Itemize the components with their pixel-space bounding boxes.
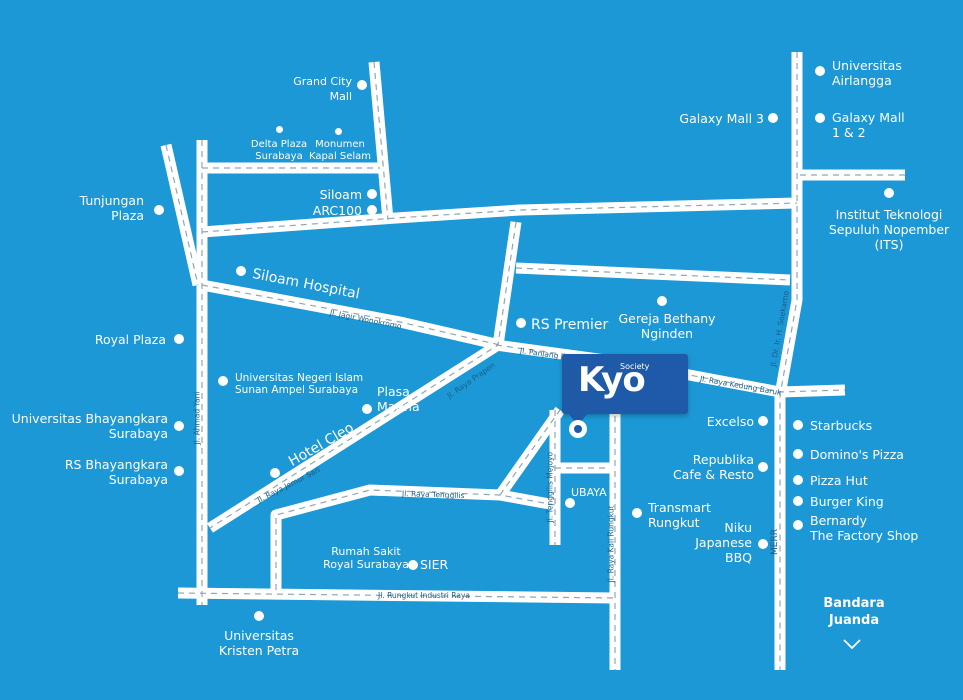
place-siloam: Siloam — [319, 187, 362, 202]
street-kali-rungkut: Jl. Raya Kali Rungkut — [606, 505, 616, 583]
kyo-logo-marker[interactable]: Kyo Society — [562, 354, 688, 414]
place-grand-city: Grand City Mall — [293, 75, 352, 103]
place-bernardy: Bernardy The Factory Shop — [810, 513, 919, 543]
landmark-dot — [236, 266, 246, 276]
place-dominos: Domino's Pizza — [810, 447, 904, 462]
landmark-dot — [565, 498, 575, 508]
landmark-dot — [768, 113, 778, 123]
street-tenggilis-mejoyo: Jl. Tenggilis Mejoyo — [545, 451, 555, 523]
place-delta-plaza: Delta Plaza Surabaya — [250, 139, 308, 162]
airport-label: Bandara Juanda — [823, 596, 885, 628]
landmark-dot — [254, 611, 264, 621]
landmark-dot — [657, 296, 667, 306]
place-galaxy12: Galaxy Mall 1 & 2 — [832, 110, 905, 140]
landmark-dot — [516, 318, 526, 328]
place-starbucks: Starbucks — [810, 418, 873, 433]
landmark-dot — [362, 404, 372, 414]
landmark-dot — [408, 560, 418, 570]
place-sier: SIER — [420, 557, 449, 572]
road-tenggilis — [270, 484, 556, 590]
place-ubhara: Universitas Bhayangkara Surabaya — [11, 411, 168, 441]
landmark-dot — [367, 205, 377, 215]
landmark-dot — [793, 496, 803, 506]
landmark-dot — [793, 449, 803, 459]
place-burger-king: Burger King — [810, 494, 884, 509]
landmark-dot — [270, 468, 280, 478]
landmark-dot — [174, 421, 184, 431]
place-plasa-marina: Plasa Marina — [377, 384, 420, 414]
place-uinsa: Universitas Negeri Islam Sunan Ampel Sur… — [235, 372, 364, 396]
kyo-tagline: Society — [620, 362, 650, 371]
place-pizza-hut: Pizza Hut — [810, 473, 868, 488]
place-arc100: ARC100 — [312, 203, 362, 218]
landmark-dot — [174, 334, 184, 344]
place-niku: Niku Japanese BBQ — [695, 520, 752, 565]
landmark-dot — [335, 128, 342, 135]
landmark-dot — [758, 539, 768, 549]
place-rs-premier: RS Premier — [531, 317, 609, 333]
place-royal-plaza: Royal Plaza — [94, 332, 166, 347]
road-top — [201, 197, 798, 238]
landmark-dot — [815, 66, 825, 76]
landmark-dot — [632, 508, 642, 518]
road-tenggilis-link — [495, 406, 565, 499]
place-its: Institut Teknologi Sepuluh Nopember (ITS… — [828, 207, 950, 252]
place-petra: Universitas Kristen Petra — [218, 628, 300, 658]
place-ubaya: UBAYA — [571, 486, 607, 499]
place-unair: Universitas Airlangga — [832, 58, 902, 88]
landmark-dot — [758, 462, 768, 472]
place-monumen: Monumen Kapal Selam — [308, 139, 372, 162]
landmark-dot — [218, 376, 228, 386]
landmark-dot — [367, 189, 377, 199]
road-merr — [774, 52, 803, 670]
place-transmart: Transmart Rungkut — [648, 500, 711, 530]
landmark-dot — [793, 520, 803, 530]
landmark-dot — [276, 126, 283, 133]
landmark-dot — [174, 466, 184, 476]
place-gereja: Gereja Bethany Nginden — [618, 311, 716, 341]
street-merr: MERR — [770, 529, 780, 555]
place-rs-bhayangkara: RS Bhayangkara Surabaya — [64, 457, 168, 487]
kyo-wordmark: Kyo — [578, 360, 646, 400]
place-rumah-sakit: Rumah Sakit Royal Surabaya — [323, 545, 409, 571]
landmark-dot — [884, 188, 894, 198]
landmark-dot — [357, 80, 367, 90]
place-galaxy3: Galaxy Mall 3 — [679, 111, 764, 126]
place-excelso: Excelso — [706, 414, 754, 429]
landmark-dot — [793, 475, 803, 485]
chevron-down-icon[interactable] — [842, 638, 862, 650]
location-pin-icon — [569, 420, 587, 438]
street-rungkut-industri: Jl. Rungkut Industri Raya — [378, 591, 470, 600]
landmark-dot — [154, 205, 164, 215]
landmark-dot — [758, 416, 768, 426]
place-tunjungan: Tunjungan Plaza — [79, 193, 144, 223]
landmark-dot — [815, 113, 825, 123]
place-republika: Republika Cafe & Resto — [672, 452, 754, 482]
landmark-dot — [793, 420, 803, 430]
street-ayani: Jl. Ahmad Yani — [192, 391, 202, 445]
